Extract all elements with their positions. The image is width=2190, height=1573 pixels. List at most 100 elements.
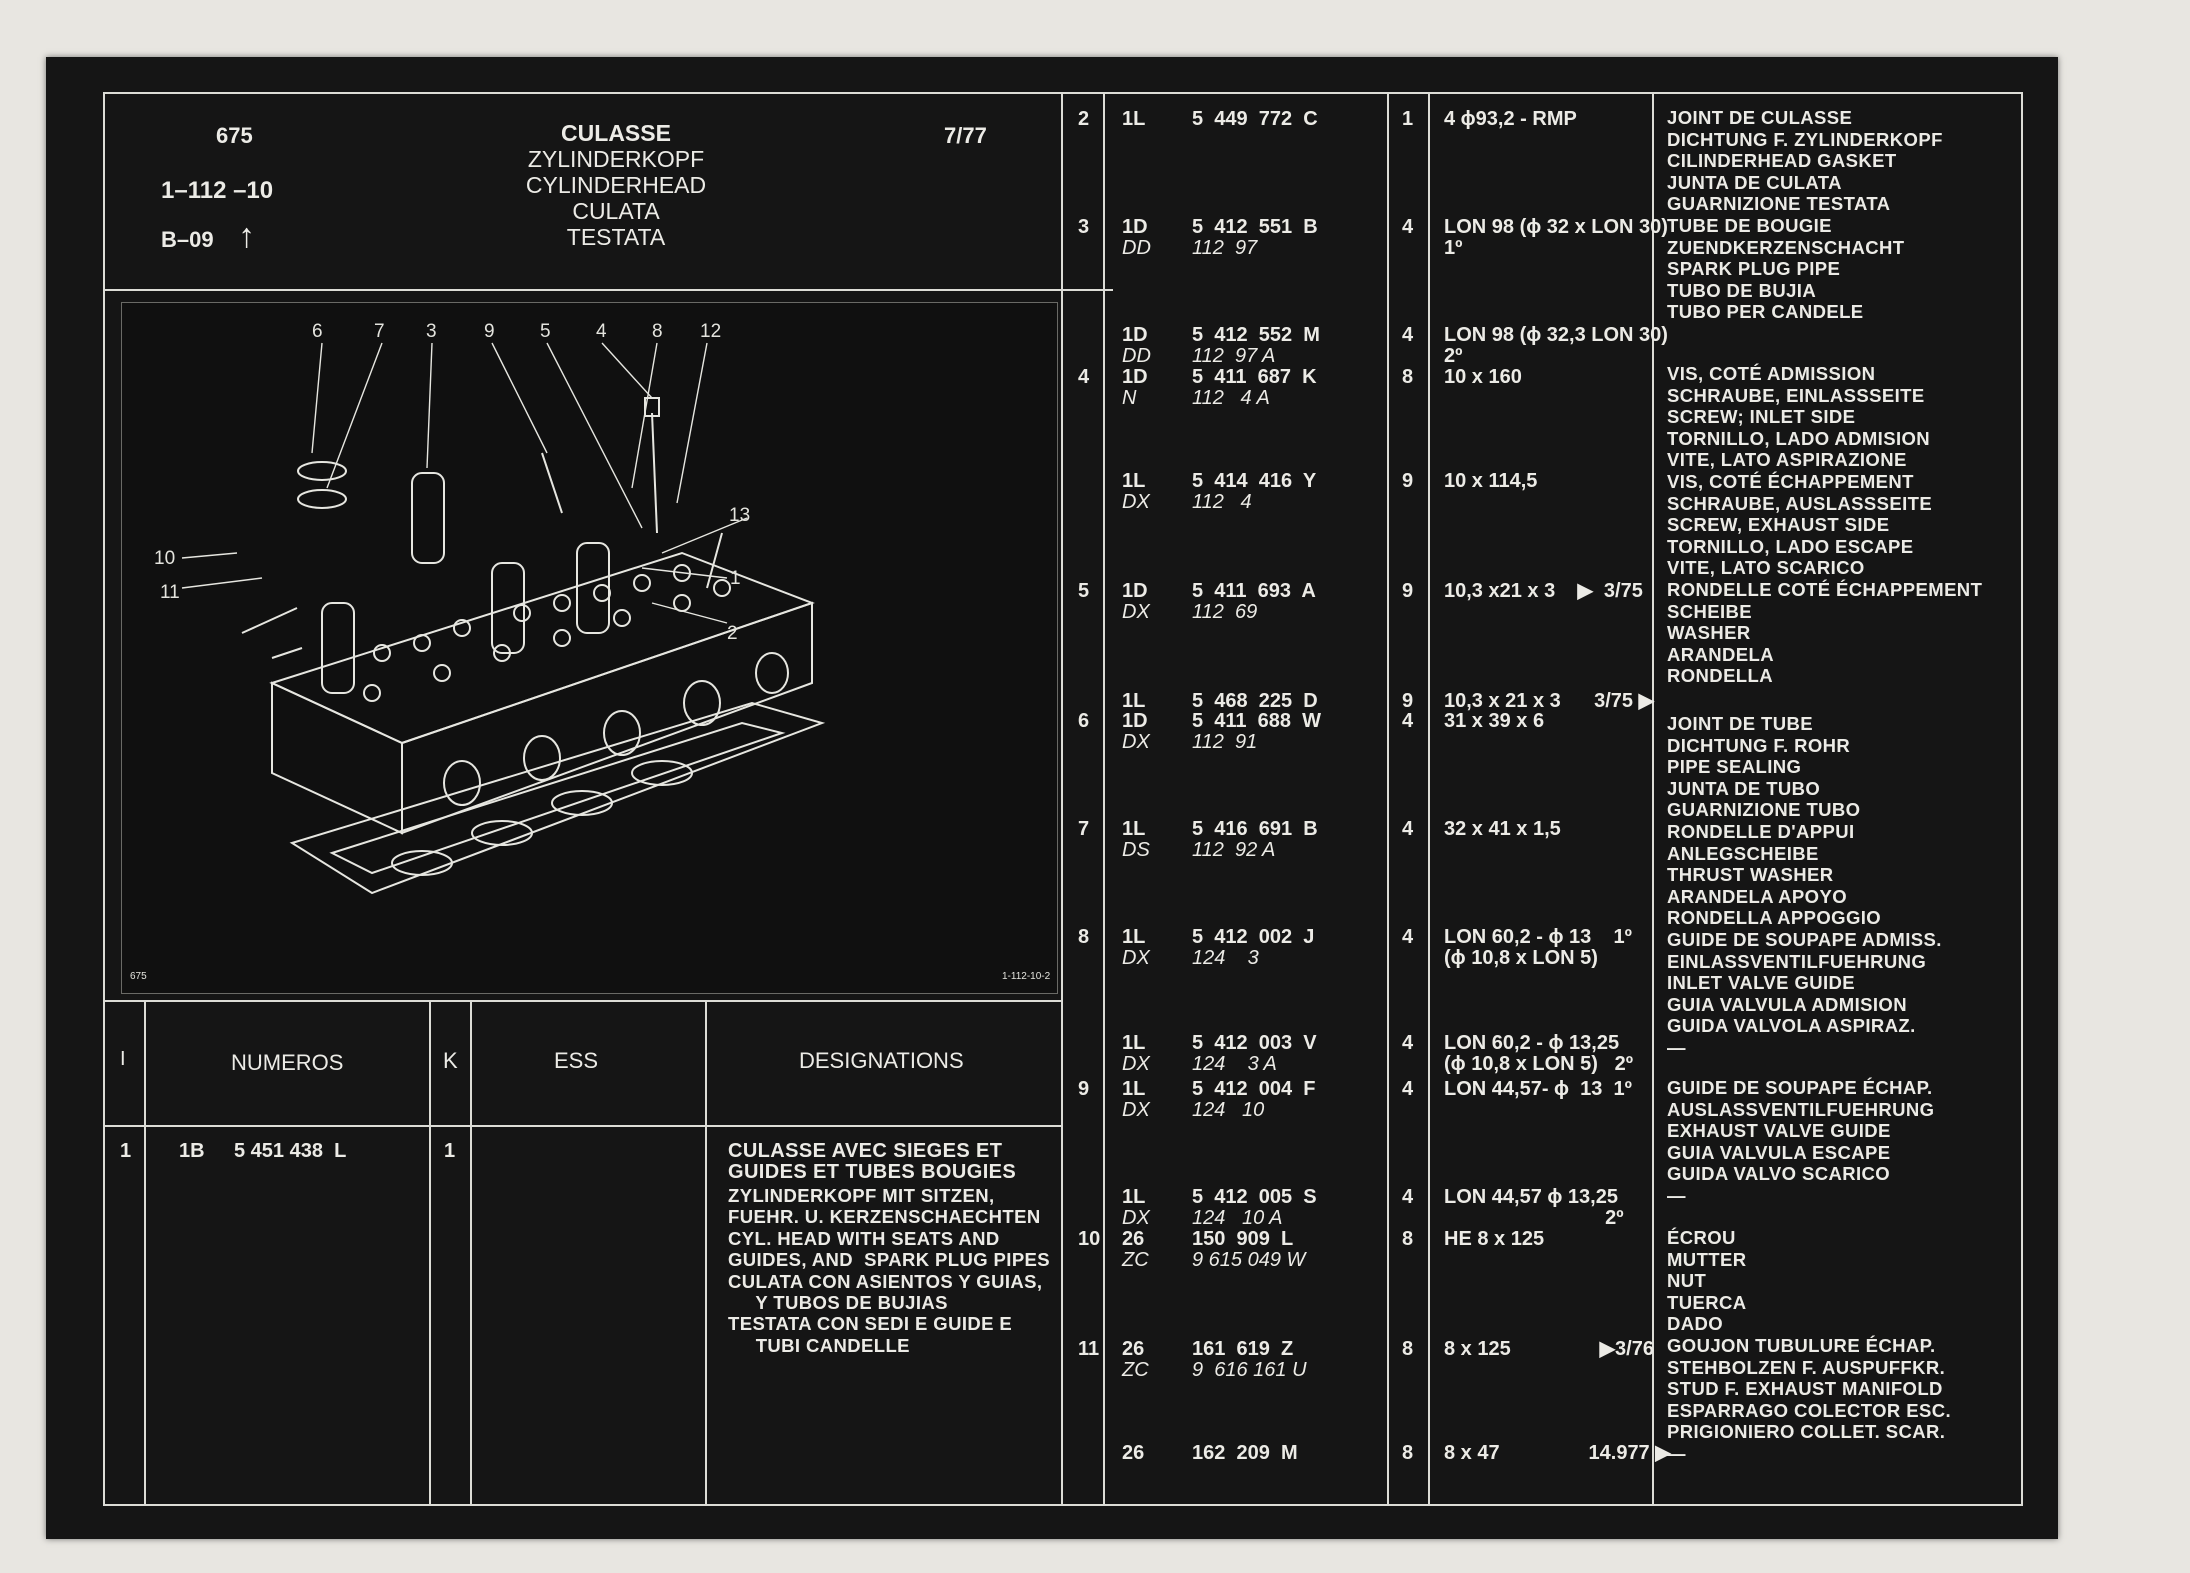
sheet-reference: B–09 (161, 227, 214, 252)
part-spec: 32 x 41 x 1,5 (1444, 818, 1561, 840)
part-code: 1L (1122, 818, 1146, 840)
col-divider-left-panel (1061, 92, 1063, 1506)
part-code: ZC (1122, 1359, 1149, 1381)
designation-lines: ZUENDKERZENSCHACHT SPARK PLUG PIPE TUBO … (1667, 237, 1905, 323)
part-quantity: 8 (1402, 1228, 1414, 1250)
part-number: 112 97 (1192, 237, 1258, 259)
callout-3: 3 (426, 321, 437, 342)
frame-bottom (103, 1504, 2023, 1506)
part-code: 1D (1122, 366, 1148, 388)
part-code: DX (1122, 947, 1150, 969)
designation-title: GUIDE DE SOUPAPE ÉCHAP. (1667, 1077, 1933, 1098)
designation-lines: STEHBOLZEN F. AUSPUFFKR. STUD F. EXHAUST… (1667, 1357, 1951, 1464)
part-number: 124 3 (1192, 947, 1259, 969)
part-code: DD (1122, 345, 1151, 367)
gasket-inner (329, 721, 786, 875)
part-spec: 10 x 160 (1444, 366, 1522, 388)
illustration-bottom-divider (103, 1000, 1063, 1002)
designation-title: VIS, COTÉ ADMISSION (1667, 363, 1876, 384)
main-row-code: 1B (179, 1140, 205, 1162)
title-de: ZYLINDERKOPF (527, 146, 705, 172)
callout-12: 12 (700, 321, 722, 342)
designation-lines: DICHTUNG F. ROHR PIPE SEALING JUNTA DE T… (1667, 735, 1861, 821)
group-reference: 1–112 –10 (161, 177, 274, 204)
part-number: 5 412 005 S (1192, 1186, 1317, 1208)
part-number: 150 909 L (1192, 1228, 1294, 1250)
main-row-k: 1 (444, 1140, 456, 1162)
callout-1: 1 (730, 568, 741, 589)
part-code: 1D (1122, 324, 1148, 346)
frame-right (2021, 92, 2023, 1506)
part-code: 26 (1122, 1338, 1145, 1360)
part-quantity: 1 (1402, 108, 1414, 130)
part-code: 1L (1122, 1186, 1146, 1208)
part-number: 5 411 688 W (1192, 710, 1321, 732)
part-quantity: 4 (1402, 710, 1414, 732)
part-number: 162 209 M (1192, 1442, 1298, 1464)
part-code: N (1122, 387, 1137, 409)
part-index: 8 (1078, 926, 1090, 948)
part-number: 5 412 551 B (1192, 216, 1318, 238)
part-code: DX (1122, 491, 1150, 513)
part-code: 1L (1122, 1032, 1146, 1054)
part-code: ZC (1122, 1249, 1149, 1271)
part-spec: 4 ϕ93,2 - RMP (1444, 108, 1577, 130)
col-divider-numeros (429, 1000, 431, 1506)
col-divider-k (470, 1000, 472, 1506)
part-index: 3 (1078, 216, 1090, 238)
part-number: 5 412 003 V (1192, 1032, 1317, 1054)
part-code: 26 (1122, 1442, 1145, 1464)
part-index: 5 (1078, 580, 1090, 602)
part-quantity: 4 (1402, 1186, 1414, 1208)
title-fr: CULASSE (561, 120, 671, 146)
part-number: 112 4 A (1192, 387, 1270, 409)
part-quantity: 4 (1402, 818, 1414, 840)
part-spec: LON 44,57 ϕ 13,25 2º (1444, 1186, 1624, 1229)
part-quantity: 4 (1402, 324, 1414, 346)
corner-code-right: 1-112-10-2 (1002, 971, 1051, 982)
part-number: 9 615 049 W (1192, 1249, 1306, 1271)
part-number: 112 4 (1192, 491, 1252, 513)
part-number: 124 10 (1192, 1099, 1265, 1121)
part-code: DX (1122, 1099, 1150, 1121)
designation-title: RONDELLE D'APPUI (1667, 821, 1855, 842)
part-number: 124 3 A (1192, 1053, 1277, 1075)
header-k: K (443, 1048, 458, 1073)
part-quantity: 4 (1402, 1078, 1414, 1100)
part-code: DD (1122, 237, 1151, 259)
model-code: 675 (216, 123, 253, 148)
header-numeros: NUMEROS (231, 1050, 344, 1075)
part-code: DX (1122, 601, 1150, 623)
part-quantity: 8 (1402, 366, 1414, 388)
main-row-designation-lines: ZYLINDERKOPF MIT SITZEN, FUEHR. U. KERZE… (728, 1185, 1051, 1356)
part-number: 112 92 A (1192, 839, 1276, 861)
header-designations: DESIGNATIONS (799, 1048, 964, 1073)
col-divider-index (1103, 92, 1105, 1506)
part-code: 1D (1122, 710, 1148, 732)
designation-title: RONDELLE COTÉ ÉCHAPPEMENT (1667, 579, 1983, 600)
callout-2: 2 (727, 623, 738, 644)
part-number: 161 619 Z (1192, 1338, 1294, 1360)
part-index: 4 (1078, 366, 1090, 388)
part-code: DX (1122, 731, 1150, 753)
part-spec: 8 x 125 ▶3/76 (1444, 1338, 1654, 1360)
designation-title: JOINT DE TUBE (1667, 713, 1814, 734)
parts-sheet: 675 1–112 –10 B–09 ↑ 7/77 CULASSE ZYLIND… (46, 57, 2058, 1539)
part-quantity: 8 (1402, 1442, 1414, 1464)
part-number: 5 412 552 M (1192, 324, 1320, 346)
part-code: 1L (1122, 926, 1146, 948)
part-number: 112 97 A (1192, 345, 1276, 367)
col-divider-spec (1652, 92, 1654, 1506)
designation-lines: ANLEGSCHEIBE THRUST WASHER ARANDELA APOY… (1667, 843, 1882, 929)
part-spec: LON 44,57- ϕ 13 1º (1444, 1078, 1632, 1100)
part-quantity: 4 (1402, 1032, 1414, 1054)
part-number: 112 69 (1192, 601, 1258, 623)
part-quantity: 4 (1402, 216, 1414, 238)
part-number: 5 468 225 D (1192, 690, 1318, 712)
head-block-front (401, 601, 813, 835)
part-number: 112 91 (1192, 731, 1258, 753)
part-spec: LON 60,2 - ϕ 13,25 (ϕ 10,8 x LON 5) 2º (1444, 1032, 1634, 1075)
part-spec: LON 60,2 - ϕ 13 1º (ϕ 10,8 x LON 5) (1444, 926, 1632, 969)
cylinder-head-drawing (181, 342, 826, 895)
part-code: 1D (1122, 580, 1148, 602)
